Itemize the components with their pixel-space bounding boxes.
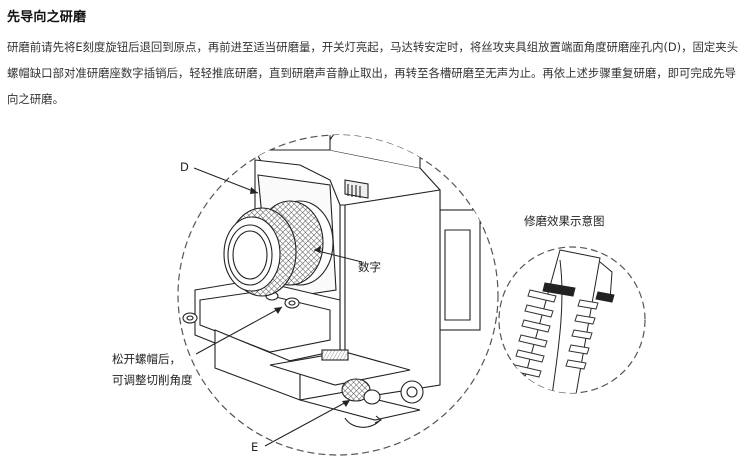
label-e: E — [251, 440, 258, 454]
callout-e: E — [251, 399, 351, 454]
detail-title: 修磨效果示意图 — [524, 214, 605, 228]
callout-loosen: 松开螺帽后， 可调整切削角度 — [112, 306, 283, 387]
callout-d: D — [180, 160, 259, 194]
knurled-nut — [223, 200, 334, 297]
label-loosen-line1: 松开螺帽后， — [112, 352, 181, 366]
page-title: 先导向之研磨 — [7, 10, 87, 25]
label-digits: 数字 — [358, 260, 381, 274]
label-loosen-line2: 可调整切削角度 — [112, 373, 193, 387]
detail-view: 修磨效果示意图 — [498, 214, 646, 394]
label-d: D — [180, 160, 189, 174]
machine-drawing — [182, 135, 481, 428]
callout-digits: 数字 — [313, 246, 381, 274]
instruction-paragraph: 研磨前请先将E刻度旋钮后退回到原点，再前进至适当研磨量，开关灯亮起，马达转安定时… — [7, 40, 739, 106]
